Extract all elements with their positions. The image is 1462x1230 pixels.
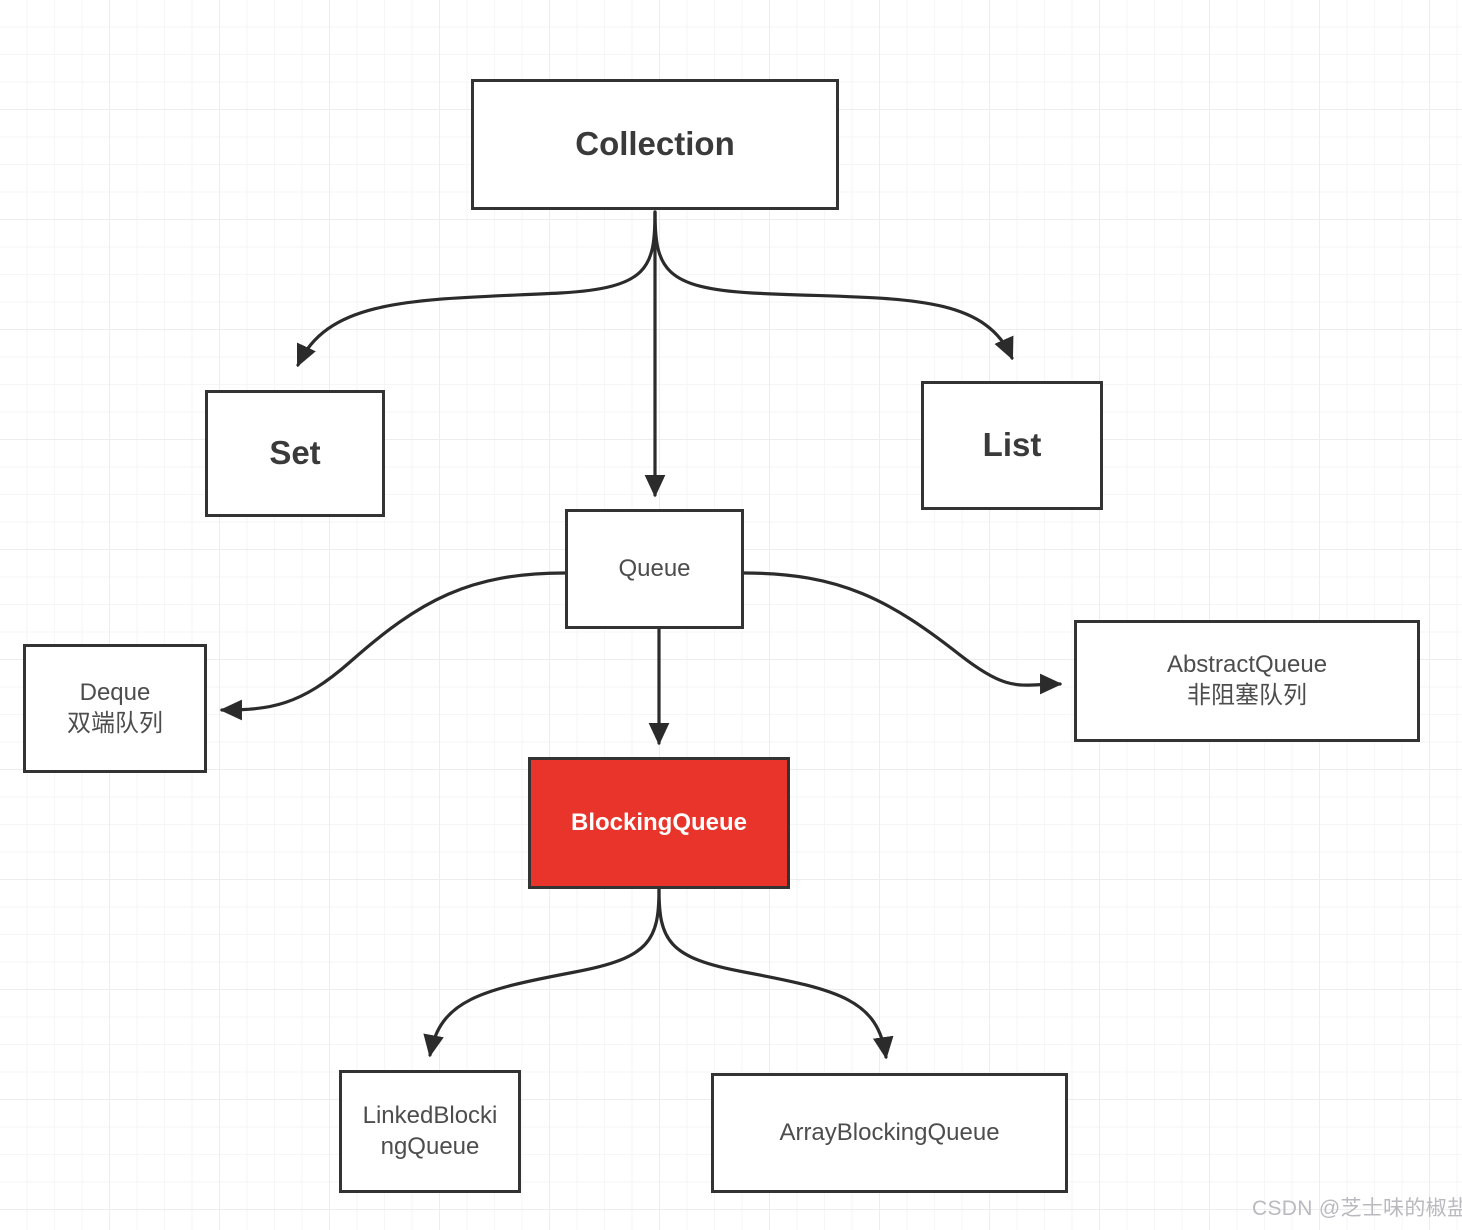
node-linkedblockingqueue-label: LinkedBlocki ngQueue	[362, 1101, 498, 1160]
node-queue[interactable]: Queue	[565, 509, 744, 629]
edge-queue-deque	[219, 571, 567, 721]
node-deque-label: Deque 双端队列	[67, 678, 163, 737]
node-deque[interactable]: Deque 双端队列	[23, 644, 207, 773]
node-arrayblockingqueue-label: ArrayBlockingQueue	[779, 1118, 1000, 1146]
node-linkedblockingqueue[interactable]: LinkedBlocki ngQueue	[339, 1070, 521, 1193]
node-list[interactable]: List	[921, 381, 1103, 510]
node-collection[interactable]: Collection	[471, 79, 839, 210]
node-blockingqueue-label: BlockingQueue	[570, 808, 748, 836]
node-collection-label: Collection	[575, 125, 735, 163]
node-abstractqueue-label: AbstractQueue 非阻塞队列	[1166, 651, 1328, 709]
edge-collection-list	[653, 210, 1014, 361]
edge-blockingqueue-linkedbq	[423, 887, 661, 1058]
watermark: CSDN @芝士味的椒盐	[1252, 1197, 1462, 1220]
node-queue-label: Queue	[618, 554, 691, 582]
node-list-label: List	[982, 426, 1042, 464]
edge-collection-set	[296, 210, 657, 368]
node-set[interactable]: Set	[205, 390, 385, 517]
node-blockingqueue[interactable]: BlockingQueue	[528, 757, 790, 889]
node-arrayblockingqueue[interactable]: ArrayBlockingQueue	[711, 1073, 1068, 1193]
edge-blockingqueue-arraybq	[657, 887, 894, 1060]
edge-queue-abstractqueue	[742, 571, 1063, 695]
node-set-label: Set	[269, 434, 321, 472]
node-abstractqueue[interactable]: AbstractQueue 非阻塞队列	[1074, 620, 1420, 742]
